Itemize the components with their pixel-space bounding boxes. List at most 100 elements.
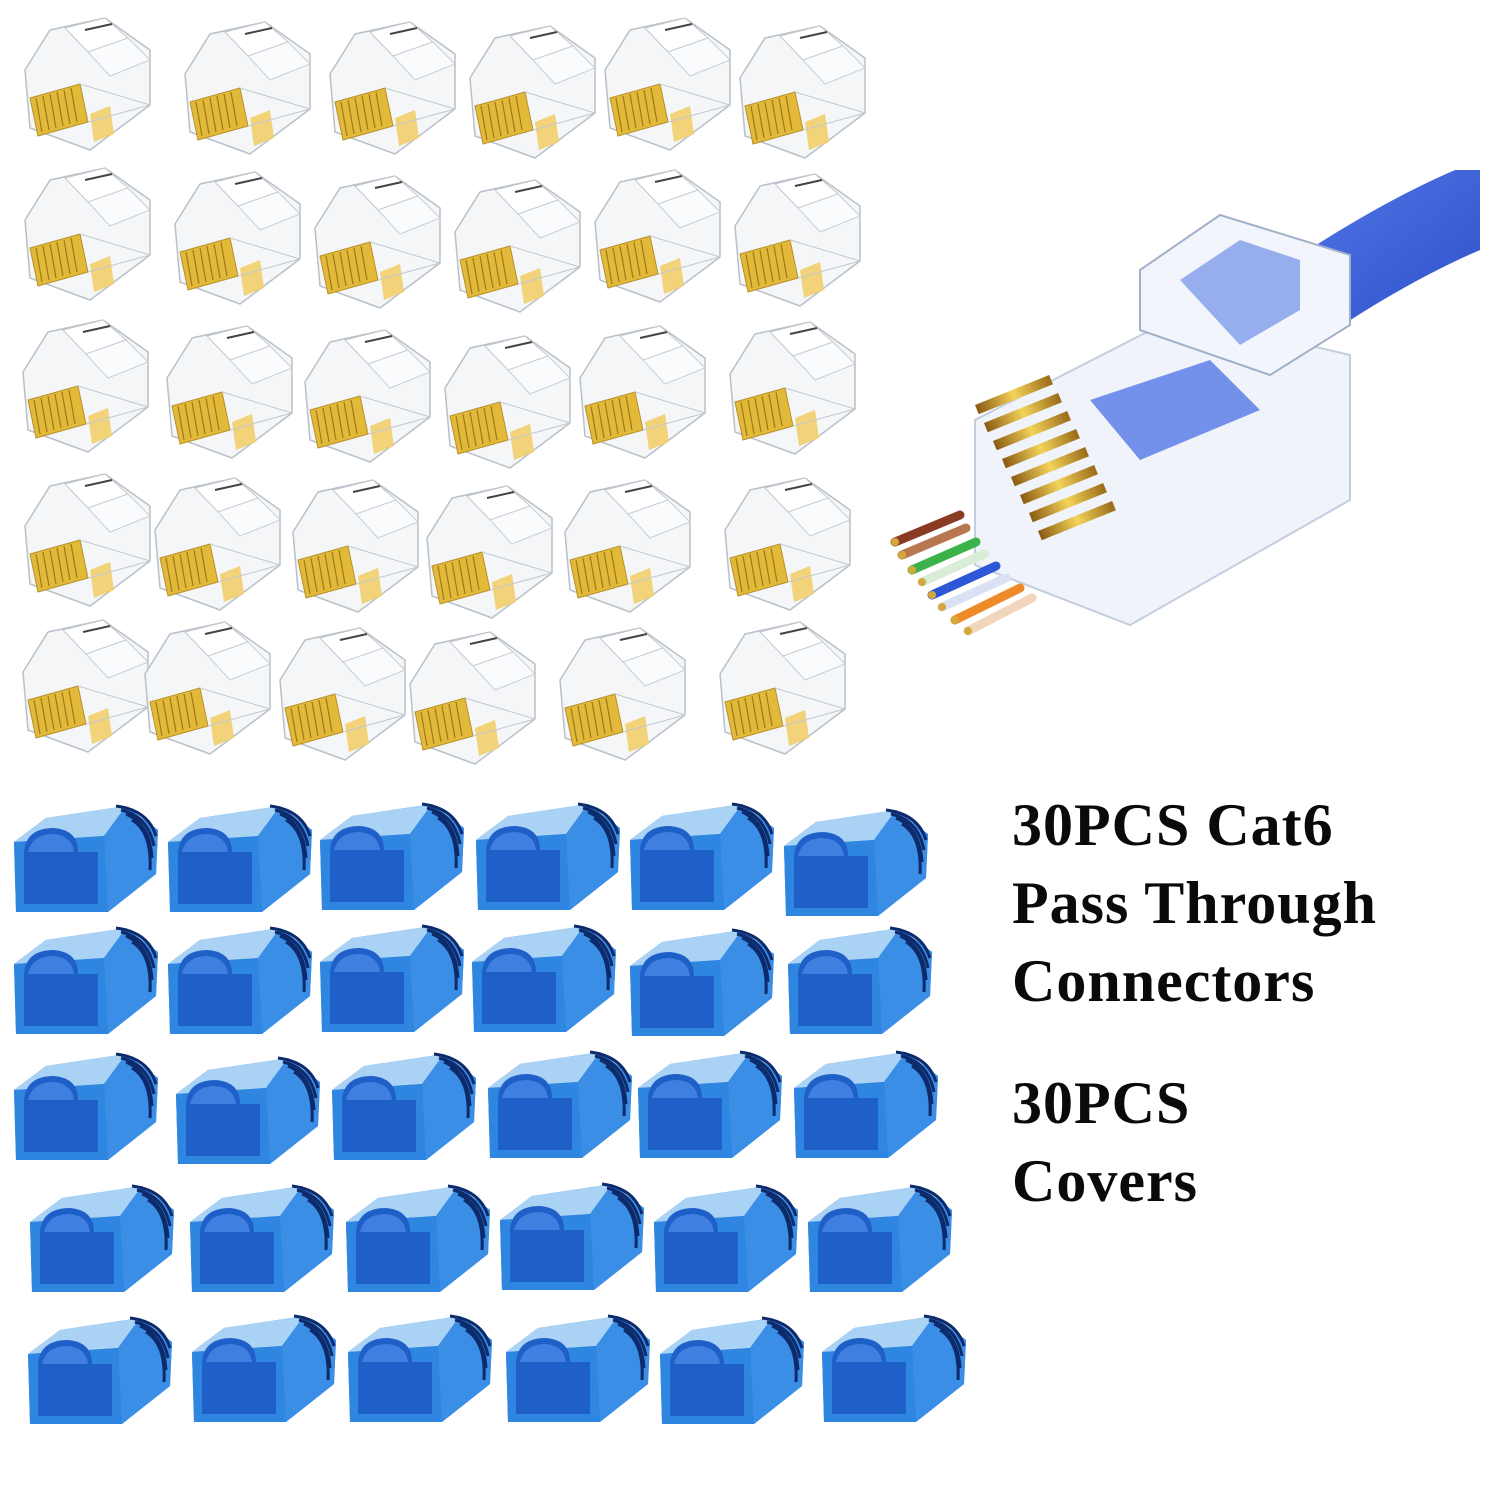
connector-item [10, 466, 160, 616]
cover-item [168, 1052, 328, 1170]
rj45-connector-icon [409, 631, 536, 765]
rj45-connector-icon [734, 173, 861, 307]
rj45-connector-icon [314, 175, 441, 309]
connector-item [315, 14, 465, 164]
connector-item [565, 318, 715, 468]
connector-item [8, 612, 158, 762]
cover-item [800, 1180, 960, 1298]
connector-item [300, 168, 450, 318]
connector-item [8, 312, 158, 462]
cover-item [22, 1180, 182, 1298]
connector-item [710, 470, 860, 620]
cover-item [646, 1180, 806, 1298]
rj45-connector-icon [739, 25, 866, 159]
rj45-boot-cover-icon [14, 926, 158, 1034]
connector-item [440, 172, 590, 322]
cover-item [786, 1046, 946, 1164]
covers-caption: 30PCS Covers [1012, 1064, 1198, 1220]
cover-item [630, 1046, 790, 1164]
connector-item [580, 162, 730, 312]
connector-item [720, 166, 870, 316]
cover-item [6, 1048, 166, 1166]
rj45-boot-cover-icon [822, 1314, 966, 1422]
rj45-connector-icon [594, 169, 721, 303]
cover-item [780, 922, 940, 1040]
rj45-boot-cover-icon [348, 1314, 492, 1422]
connector-item [550, 472, 700, 622]
rj45-boot-cover-icon [192, 1314, 336, 1422]
connector-item [170, 14, 320, 164]
rj45-boot-cover-icon [654, 1184, 798, 1292]
rj45-connector-icon [22, 619, 149, 753]
cover-item [492, 1178, 652, 1296]
rj45-boot-cover-icon [630, 802, 774, 910]
cover-item [652, 1312, 812, 1430]
rj45-boot-cover-icon [476, 802, 620, 910]
rj45-boot-cover-icon [320, 924, 464, 1032]
rj45-connector-icon [174, 171, 301, 305]
cover-item [464, 920, 624, 1038]
rj45-boot-cover-icon [14, 1052, 158, 1160]
caption-line: 30PCS [1012, 1070, 1191, 1136]
cover-item [312, 920, 472, 1038]
cover-item [338, 1180, 498, 1298]
connector-item [590, 10, 740, 160]
rj45-boot-cover-icon [784, 808, 928, 916]
rj45-boot-cover-icon [332, 1052, 476, 1160]
connector-item [705, 614, 855, 764]
caption-line: Connectors [1012, 948, 1316, 1014]
rj45-boot-cover-icon [794, 1050, 938, 1158]
rj45-connector-icon [166, 325, 293, 459]
connectors-caption: 30PCS Cat6 Pass Through Connectors [1012, 786, 1377, 1020]
hero-pass-through-connector-image [880, 170, 1480, 690]
connector-item [545, 620, 695, 770]
rj45-boot-cover-icon [506, 1314, 650, 1422]
rj45-connector-icon [154, 477, 281, 611]
rj45-connector-icon [426, 485, 553, 619]
rj45-connector-icon [579, 325, 706, 459]
cover-item [312, 798, 472, 916]
connector-item [130, 614, 280, 764]
connector-item [412, 478, 562, 628]
cat6-connector-closeup-icon [890, 170, 1480, 636]
rj45-connector-icon [24, 167, 151, 301]
rj45-connector-icon [144, 621, 271, 755]
rj45-boot-cover-icon [168, 804, 312, 912]
rj45-boot-cover-icon [488, 1050, 632, 1158]
rj45-connector-icon [469, 25, 596, 159]
rj45-boot-cover-icon [346, 1184, 490, 1292]
rj45-connector-icon [729, 321, 856, 455]
cover-item [160, 800, 320, 918]
rj45-boot-cover-icon [28, 1316, 172, 1424]
rj45-boot-cover-icon [190, 1184, 334, 1292]
rj45-connector-icon [279, 627, 406, 761]
cover-item [184, 1310, 344, 1428]
rj45-boot-cover-icon [630, 928, 774, 1036]
connector-item [430, 328, 580, 478]
connector-item [10, 10, 160, 160]
connector-item [160, 164, 310, 314]
rj45-boot-cover-icon [30, 1184, 174, 1292]
cover-item [498, 1310, 658, 1428]
rj45-connector-icon [604, 17, 731, 151]
cover-item [622, 798, 782, 916]
rj45-connector-icon [329, 21, 456, 155]
connector-item [725, 18, 875, 168]
connector-item [455, 18, 605, 168]
connector-item [395, 624, 545, 774]
cover-item [160, 922, 320, 1040]
rj45-connector-icon [559, 627, 686, 761]
rj45-boot-cover-icon [808, 1184, 952, 1292]
rj45-connector-icon [444, 335, 571, 469]
connector-item [265, 620, 415, 770]
cover-item [182, 1180, 342, 1298]
cover-item [622, 924, 782, 1042]
rj45-connector-icon [22, 319, 149, 453]
cover-item [468, 798, 628, 916]
cover-item [20, 1312, 180, 1430]
rj45-boot-cover-icon [14, 804, 158, 912]
rj45-boot-cover-icon [472, 924, 616, 1032]
cover-item [776, 804, 936, 922]
connector-item [140, 470, 290, 620]
caption-line: Covers [1012, 1148, 1198, 1214]
